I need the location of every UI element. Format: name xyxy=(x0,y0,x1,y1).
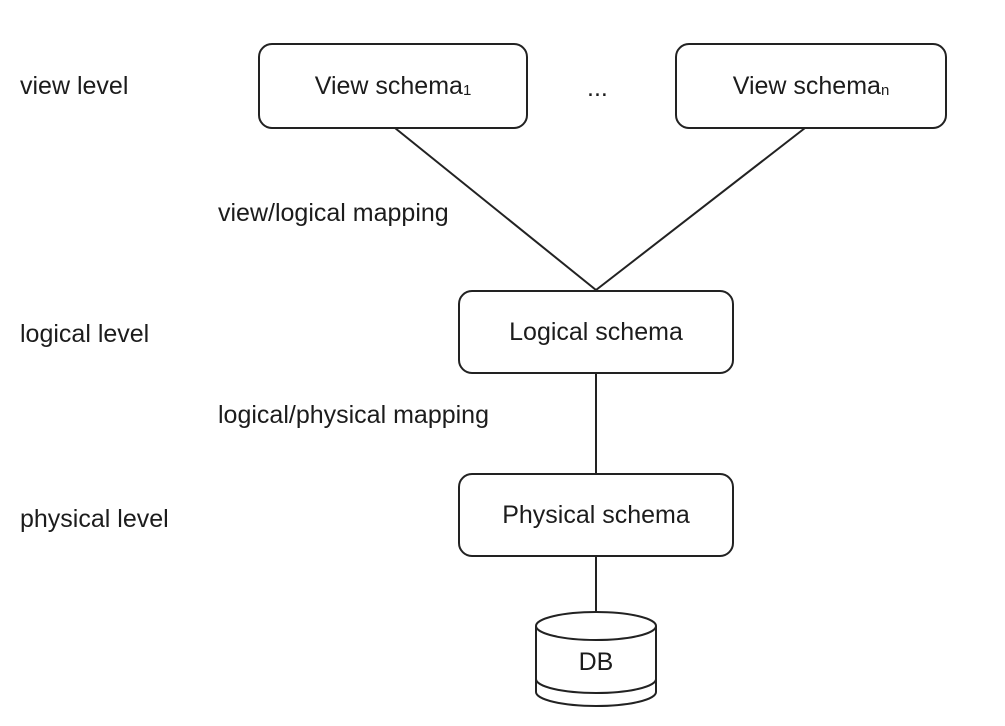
view-schema-1-name: View schema xyxy=(314,71,463,100)
view-logical-mapping-label: view/logical mapping xyxy=(218,199,449,227)
view-schema-ellipsis: ... xyxy=(587,74,608,102)
view-schema-n-name: View schema xyxy=(732,71,881,100)
db-cylinder-icon xyxy=(535,611,657,707)
view-schema-1-subscript: 1 xyxy=(462,81,472,99)
physical-schema-box: Physical schema xyxy=(458,473,734,557)
view1-to-logical-line xyxy=(394,127,597,291)
logical-physical-mapping-label: logical/physical mapping xyxy=(218,401,489,429)
physical-level-label: physical level xyxy=(20,505,169,533)
view-schema-n-subscript: n xyxy=(880,81,890,99)
physical-schema-label: Physical schema xyxy=(502,500,690,529)
logical-schema-label: Logical schema xyxy=(509,317,683,346)
logical-schema-box: Logical schema xyxy=(458,290,734,374)
viewN-to-logical-line xyxy=(595,127,806,291)
logical-level-label: logical level xyxy=(20,320,150,348)
db-label: DB xyxy=(578,648,614,676)
view-level-label: view level xyxy=(20,72,129,100)
